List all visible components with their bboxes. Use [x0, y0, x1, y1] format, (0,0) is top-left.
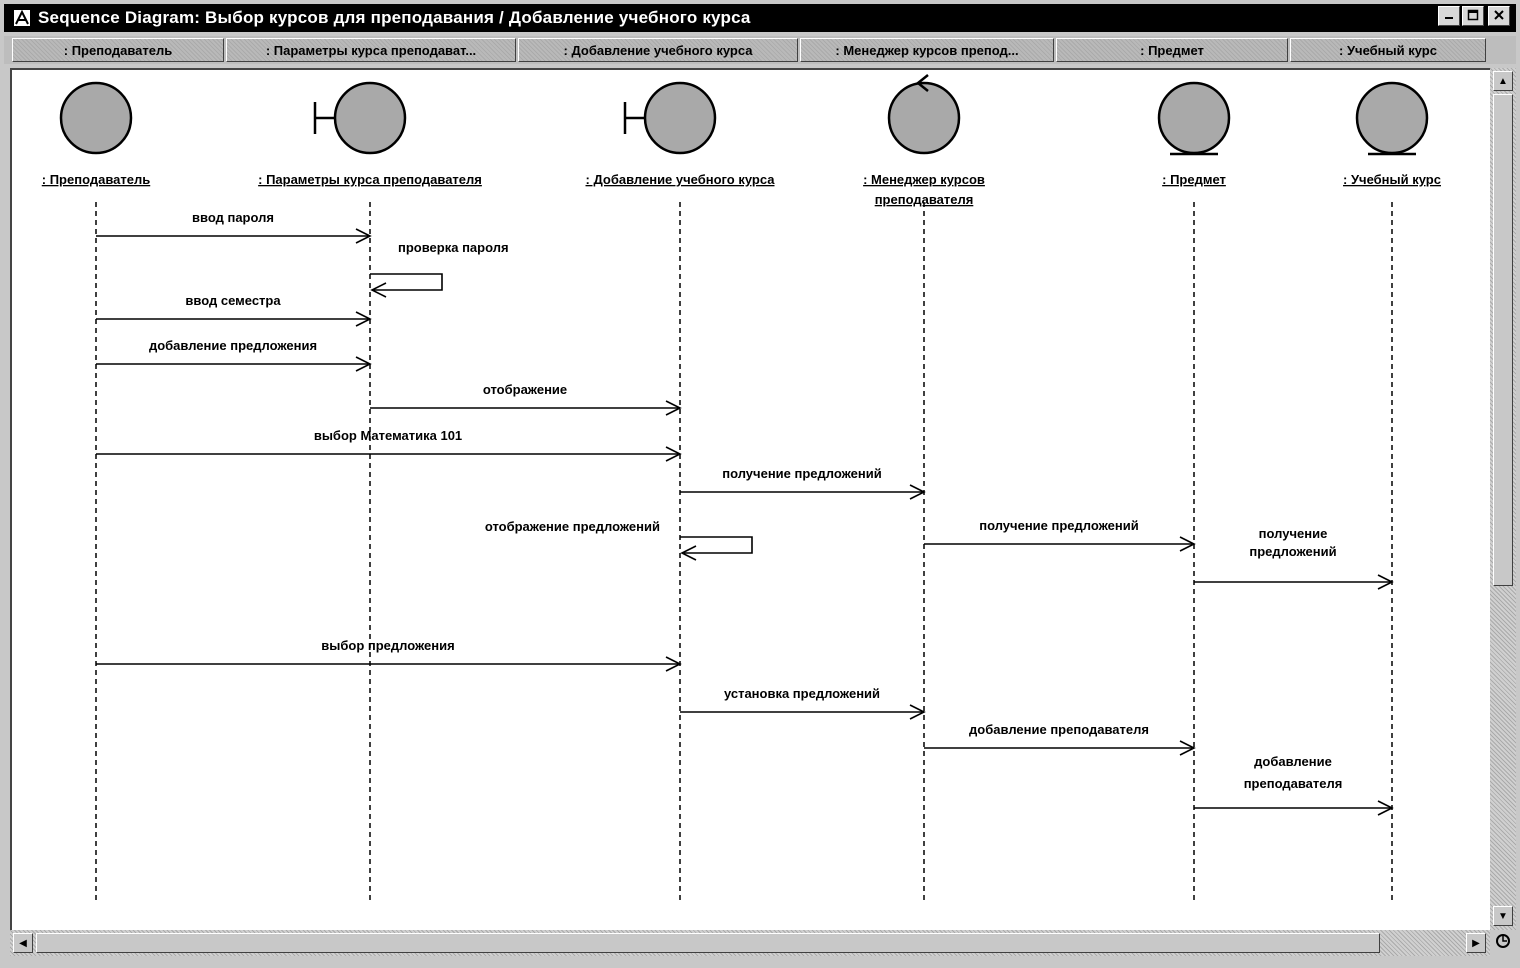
message-arrowhead-0 [355, 228, 372, 244]
object-label-subject: : Предмет [1162, 172, 1226, 187]
message-label-11: установка предложений [724, 686, 880, 701]
message-arrowhead-11 [909, 704, 926, 720]
minimize-button[interactable] [1438, 6, 1460, 26]
resize-grip-icon [1495, 933, 1511, 954]
diagram-canvas[interactable]: : Преподаватель : Параметры курса препода… [10, 68, 1490, 930]
object-label-add: : Добавление учебного курса [586, 172, 776, 187]
scroll-right-icon: ▶ [1472, 937, 1480, 949]
window-title: Sequence Diagram: Выбор курсов для препо… [38, 8, 751, 27]
sequence-diagram-icon [12, 8, 32, 28]
object-label-manager: преподавателя [875, 192, 974, 207]
message-label-12: добавление преподавателя [969, 722, 1149, 737]
entity-symbol-subject [1157, 81, 1231, 155]
resize-corner[interactable] [1490, 930, 1516, 956]
scroll-up-icon: ▲ [1498, 75, 1508, 87]
message-label-3: добавление предложения [149, 338, 317, 353]
message-label-9: предложений [1249, 544, 1336, 559]
sequence-diagram: : Преподаватель : Параметры курса препода… [42, 74, 1441, 900]
scroll-left-icon: ◀ [19, 937, 27, 949]
self-message-arrowhead-7 [680, 545, 697, 561]
title-bar[interactable]: Sequence Diagram: Выбор курсов для препо… [4, 4, 1516, 32]
tab-teacher[interactable]: : Преподаватель [12, 38, 224, 62]
message-label-0: ввод пароля [192, 210, 274, 225]
message-label-13: преподавателя [1244, 776, 1343, 791]
maximize-button[interactable] [1462, 6, 1484, 26]
message-arrowhead-9 [1377, 574, 1394, 590]
message-arrowhead-4 [665, 400, 682, 416]
minimize-icon [1443, 9, 1455, 24]
self-message-1 [370, 273, 443, 291]
self-message-7 [680, 536, 753, 554]
message-label-4: отображение [483, 382, 567, 397]
message-label-6: получение предложений [722, 466, 882, 481]
control-arrow-manager [915, 74, 929, 92]
tab-course[interactable]: : Учебный курс [1290, 38, 1486, 62]
message-label-10: выбор предложения [321, 638, 454, 653]
vertical-scrollbar[interactable]: ▲ ▼ [1490, 68, 1516, 930]
message-label-8: получение предложений [979, 518, 1139, 533]
message-arrowhead-6 [909, 484, 926, 500]
scroll-up-button[interactable]: ▲ [1493, 71, 1513, 91]
message-label-13: добавление [1254, 754, 1332, 769]
message-label-1: проверка пароля [398, 240, 509, 255]
control-symbol-manager [887, 81, 961, 155]
message-arrowhead-8 [1179, 536, 1196, 552]
object-tabs: : Преподаватель : Параметры курса препод… [4, 36, 1516, 64]
horizontal-scrollbar[interactable]: ◀ ▶ [10, 930, 1490, 956]
tab-course-params[interactable]: : Параметры курса преподават... [226, 38, 516, 62]
message-label-7: отображение предложений [485, 519, 660, 534]
message-arrowhead-2 [355, 311, 372, 327]
scroll-right-button[interactable]: ▶ [1466, 933, 1486, 953]
boundary-symbol-add [643, 81, 717, 155]
maximize-icon [1467, 9, 1479, 24]
message-label-5: выбор Математика 101 [314, 428, 462, 443]
message-arrowhead-5 [665, 446, 682, 462]
message-label-9: получение [1259, 526, 1328, 541]
tab-subject[interactable]: : Предмет [1056, 38, 1288, 62]
close-button[interactable] [1488, 6, 1510, 26]
message-arrowhead-12 [1179, 740, 1196, 756]
scroll-down-button[interactable]: ▼ [1493, 906, 1513, 926]
vertical-scroll-thumb[interactable] [1493, 94, 1513, 586]
message-arrowhead-3 [355, 356, 372, 372]
scroll-left-button[interactable]: ◀ [13, 933, 33, 953]
tab-add-course[interactable]: : Добавление учебного курса [518, 38, 798, 62]
message-arrowhead-13 [1377, 800, 1394, 816]
object-label-course: : Учебный курс [1343, 172, 1441, 187]
self-message-arrowhead-1 [370, 282, 387, 298]
object-label-params: : Параметры курса преподавателя [258, 172, 482, 187]
scroll-down-icon: ▼ [1498, 910, 1508, 922]
tab-course-manager[interactable]: : Менеджер курсов препод... [800, 38, 1054, 62]
message-label-2: ввод семестра [185, 293, 281, 308]
actor-symbol-teacher [59, 81, 133, 155]
object-label-teacher: : Преподаватель [42, 172, 150, 187]
object-label-manager: : Менеджер курсов [863, 172, 985, 187]
boundary-symbol-params [333, 81, 407, 155]
entity-symbol-course [1355, 81, 1429, 155]
horizontal-scroll-thumb[interactable] [36, 933, 1380, 953]
close-icon [1493, 9, 1505, 24]
message-arrowhead-10 [665, 656, 682, 672]
